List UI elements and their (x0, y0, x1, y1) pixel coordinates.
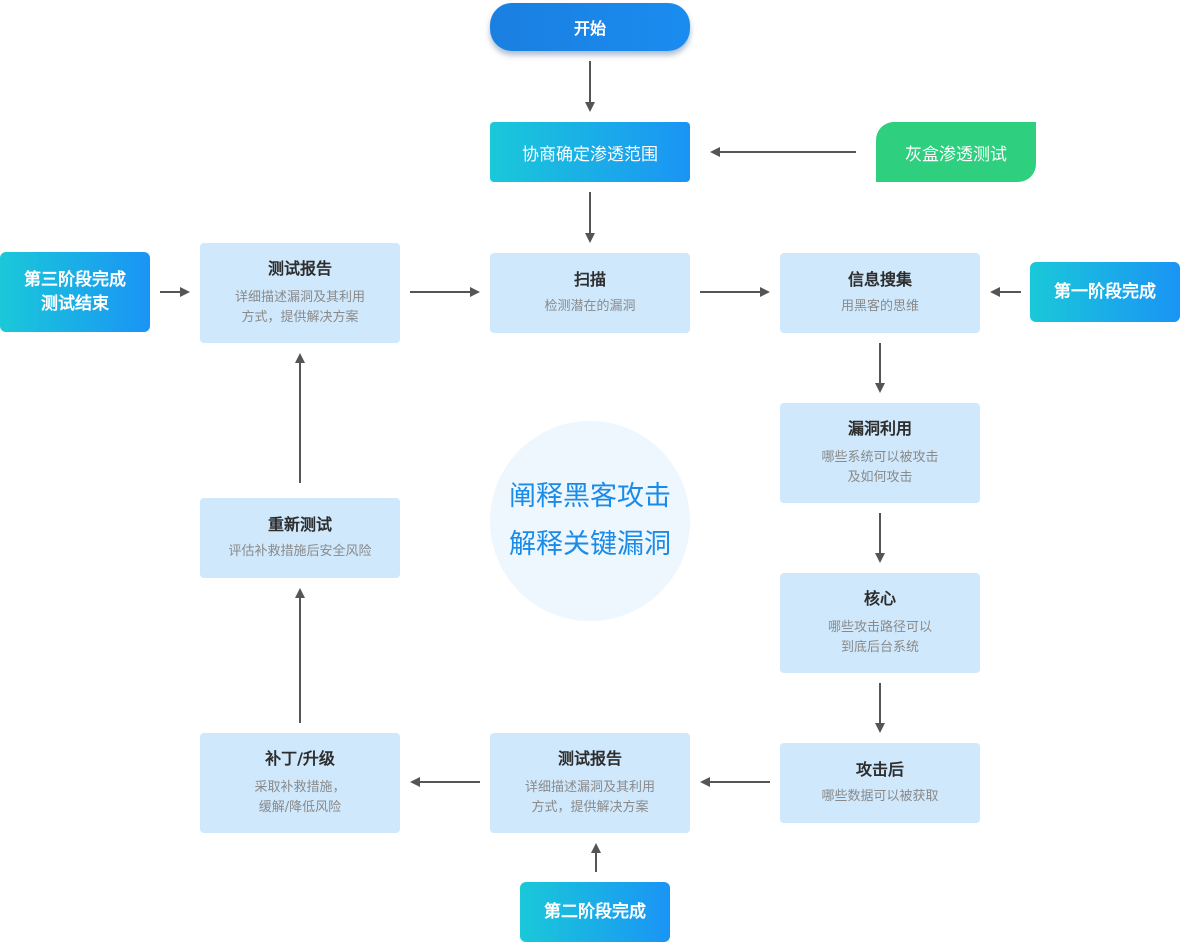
center-circle: 阐释黑客攻击 解释关键漏洞 (490, 421, 690, 621)
scope-label: 协商确定渗透范围 (522, 144, 658, 165)
exploit-desc-line2: 及如何攻击 (847, 470, 913, 485)
patch-desc-line2: 缓解/降低风险 (258, 800, 342, 815)
post-desc: 哪些数据可以被获取 (821, 789, 939, 804)
report-bottom-desc-line1: 详细描述漏洞及其利用 (524, 780, 655, 795)
phase-three-badge: 第三阶段完成 测试结束 (0, 252, 150, 332)
exploit-title: 漏洞利用 (847, 419, 912, 438)
center-line1: 阐释黑客攻击 (509, 481, 671, 512)
report-top-title: 测试报告 (267, 259, 332, 278)
report-top-desc: 详细描述漏洞及其利用 方式，提供解决方案 (235, 288, 365, 328)
phase-three-line1: 第三阶段完成 (24, 270, 126, 290)
exploit-desc: 哪些系统可以被攻击 及如何攻击 (821, 448, 938, 488)
report-bottom-desc: 详细描述漏洞及其利用 方式，提供解决方案 (525, 778, 655, 818)
exploit-desc-line1: 哪些系统可以被攻击 (821, 450, 939, 465)
patch-desc-line1: 采取补救措施， (254, 780, 346, 795)
scope-node: 协商确定渗透范围 (490, 122, 690, 182)
post-attack-node: 攻击后 哪些数据可以被获取 (780, 743, 980, 823)
graybox-label: 灰盒渗透测试 (905, 144, 1007, 165)
scan-node: 扫描 检测潜在的漏洞 (490, 253, 690, 333)
patch-title: 补丁/升级 (265, 749, 335, 768)
retest-desc: 评估补救措施后安全风险 (228, 544, 372, 559)
core-desc: 哪些攻击路径可以 到底后台系统 (828, 618, 932, 658)
report-top-desc-line2: 方式，提供解决方案 (241, 310, 359, 325)
core-desc-line1: 哪些攻击路径可以 (827, 620, 932, 635)
report-bottom-desc-line2: 方式，提供解决方案 (531, 800, 649, 815)
phase-three-line2: 测试结束 (41, 294, 109, 314)
phase-two-badge: 第二阶段完成 (520, 882, 670, 942)
phase-one-label: 第一阶段完成 (1054, 282, 1156, 302)
info-gathering-node: 信息搜集 用黑客的思维 (780, 253, 980, 333)
info-desc: 用黑客的思维 (840, 299, 919, 314)
post-title: 攻击后 (855, 760, 904, 779)
core-desc-line2: 到底后台系统 (840, 640, 919, 655)
retest-node: 重新测试 评估补救措施后安全风险 (200, 498, 400, 578)
core-node: 核心 哪些攻击路径可以 到底后台系统 (780, 573, 980, 673)
scan-desc: 检测潜在的漏洞 (544, 299, 636, 314)
phase-two-label: 第二阶段完成 (544, 902, 646, 922)
core-title: 核心 (863, 589, 896, 608)
start-label: 开始 (573, 19, 606, 38)
info-title: 信息搜集 (847, 270, 912, 289)
report-top-desc-line1: 详细描述漏洞及其利用 (234, 290, 365, 305)
start-node: 开始 (490, 3, 690, 51)
report-top-node: 测试报告 详细描述漏洞及其利用 方式，提供解决方案 (200, 243, 400, 343)
graybox-node: 灰盒渗透测试 (876, 122, 1036, 182)
phase-one-badge: 第一阶段完成 (1030, 262, 1180, 322)
center-line2: 解释关键漏洞 (509, 529, 671, 560)
report-bottom-title: 测试报告 (557, 749, 622, 768)
scan-title: 扫描 (573, 270, 606, 289)
patch-desc: 采取补救措施， 缓解/降低风险 (254, 778, 345, 818)
retest-title: 重新测试 (267, 515, 332, 534)
patch-node: 补丁/升级 采取补救措施， 缓解/降低风险 (200, 733, 400, 833)
report-bottom-node: 测试报告 详细描述漏洞及其利用 方式，提供解决方案 (490, 733, 690, 833)
exploit-node: 漏洞利用 哪些系统可以被攻击 及如何攻击 (780, 403, 980, 503)
